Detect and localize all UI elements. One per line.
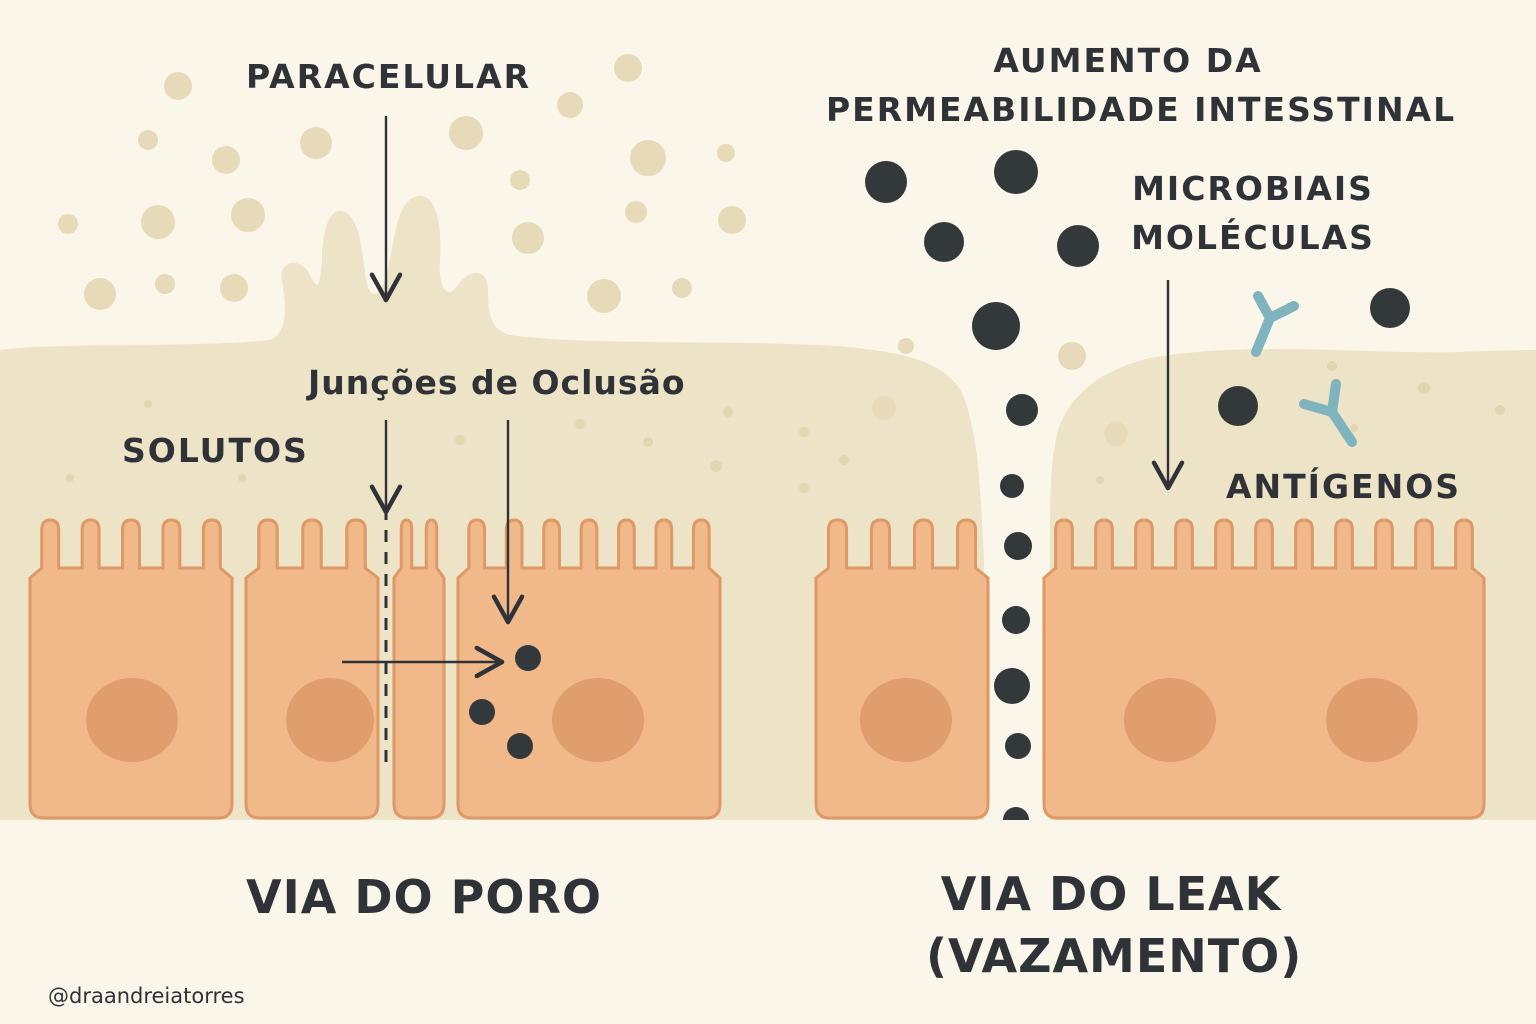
label-solutos: SOLUTOS (122, 434, 309, 467)
label-microbiais-line2: MOLÉCULAS (1130, 217, 1376, 258)
label-paracelular: PARACELULAR (246, 60, 531, 93)
antigen-icon (1256, 296, 1294, 352)
label-via-do-poro: VIA DO PORO (246, 874, 602, 920)
label-via-do-leak: VIA DO LEAK (VAZAMENTO) (926, 866, 1296, 985)
cell-nucleus (552, 678, 644, 762)
epithelial-cell (246, 520, 378, 818)
cell-nucleus (286, 678, 374, 762)
cell-nucleus (86, 678, 178, 762)
label-antigenos: ANTÍGENOS (1226, 470, 1461, 503)
label-microbiais-line1: MICROBIAIS (1130, 168, 1376, 209)
cell-nucleus (860, 678, 952, 762)
label-aumento-permeabilidade: AUMENTO DA PERMEABILIDADE INTESSTINAL (826, 40, 1430, 131)
cell-nucleus (1124, 678, 1216, 762)
cell-nucleus (1326, 678, 1418, 762)
epithelial-cell (1044, 520, 1484, 818)
author-handle: @draandreiatorres (48, 986, 245, 1007)
label-via-leak-line2: (VAZAMENTO) (926, 928, 1296, 986)
label-aumento-line2: PERMEABILIDADE INTESSTINAL (826, 89, 1430, 130)
label-via-leak-line1: VIA DO LEAK (926, 866, 1296, 924)
label-juncoes-de-oclusao: Junções de Oclusão (308, 366, 686, 399)
label-microbiais-moleculas: MICROBIAIS MOLÉCULAS (1130, 168, 1376, 259)
label-aumento-line1: AUMENTO DA (826, 40, 1430, 81)
